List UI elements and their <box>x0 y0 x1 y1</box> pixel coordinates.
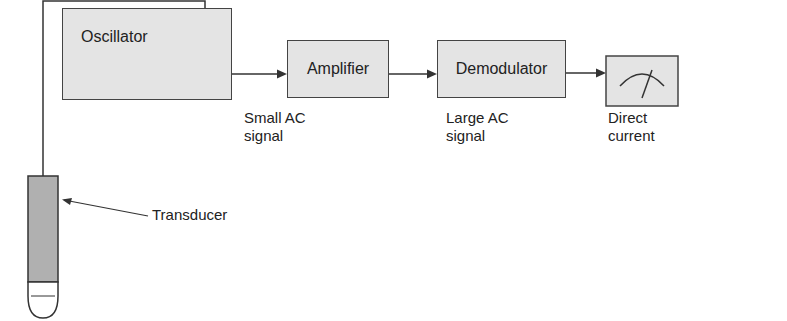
meter-scale <box>620 74 664 86</box>
process-box: Oscillator <box>62 8 232 100</box>
output-arrowhead <box>596 69 606 78</box>
box-label: Amplifier <box>307 59 369 78</box>
process-box: Demodulator <box>437 40 566 98</box>
transducer-body <box>28 176 58 282</box>
signal-label: Direct current <box>608 109 673 145</box>
part-label: Transducer <box>152 206 262 224</box>
output-wire <box>566 72 598 74</box>
box-label: Oscillator <box>81 27 231 46</box>
meter-needle <box>642 70 652 98</box>
signal-label: Large AC signal <box>446 109 521 145</box>
box-label: Demodulator <box>456 59 548 78</box>
signal-arrow <box>389 70 437 79</box>
transducer-tip-line <box>31 296 55 297</box>
signal-label: Small AC signal <box>244 109 319 145</box>
signal-arrow <box>232 70 287 79</box>
transducer-tip <box>28 282 58 318</box>
leader-arrowhead <box>62 198 72 205</box>
leader-line <box>64 200 148 216</box>
process-box: Amplifier <box>287 40 389 98</box>
meter-box <box>606 56 678 106</box>
